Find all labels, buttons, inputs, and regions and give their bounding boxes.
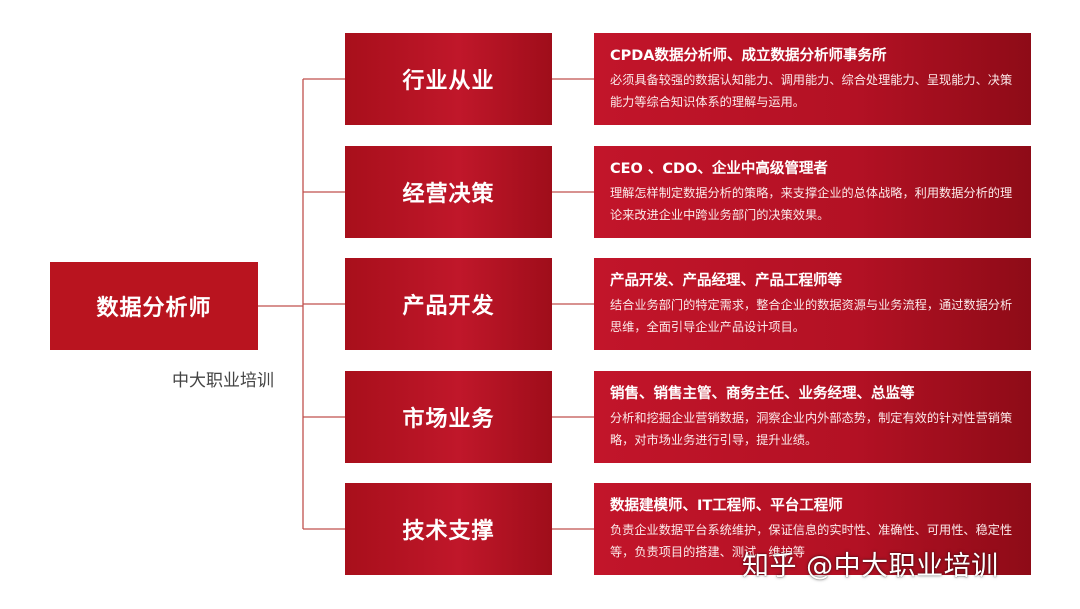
caption-text: 中大职业培训 xyxy=(172,371,274,391)
category-node-1: 行业从业 xyxy=(345,33,552,125)
category-node-5: 技术支撑 xyxy=(345,483,552,575)
detail-card-2: CEO 、CDO、企业中高级管理者 理解怎样制定数据分析的策略，来支撑企业的总体… xyxy=(594,146,1031,238)
detail-description: 必须具备较强的数据认知能力、调用能力、综合处理能力、呈现能力、决策能力等综合知识… xyxy=(610,73,1013,109)
watermark-text: 知乎 @中大职业培训 xyxy=(742,551,999,582)
root-node: 数据分析师 xyxy=(50,262,258,350)
detail-description: 分析和挖掘企业营销数据，洞察企业内外部态势，制定有效的针对性营销策略，对市场业务… xyxy=(610,411,1013,447)
detail-card-4: 销售、销售主管、商务主任、业务经理、总监等 分析和挖掘企业营销数据，洞察企业内外… xyxy=(594,371,1031,463)
category-label: 产品开发 xyxy=(402,294,495,319)
detail-card-1: CPDA数据分析师、成立数据分析师事务所 必须具备较强的数据认知能力、调用能力、… xyxy=(594,33,1031,125)
detail-card-3: 产品开发、产品经理、产品工程师等 结合业务部门的特定需求，整合企业的数据资源与业… xyxy=(594,258,1031,350)
category-node-4: 市场业务 xyxy=(345,371,552,463)
category-label: 经营决策 xyxy=(402,182,495,207)
category-label: 行业从业 xyxy=(402,69,495,94)
detail-title: CEO 、CDO、企业中高级管理者 xyxy=(610,161,828,177)
category-label: 市场业务 xyxy=(402,407,495,432)
root-label: 数据分析师 xyxy=(96,296,212,321)
detail-description: 理解怎样制定数据分析的策略，来支撑企业的总体战略，利用数据分析的理论来改进企业中… xyxy=(610,186,1013,222)
category-label: 技术支撑 xyxy=(402,519,495,544)
detail-title: 数据建模师、IT工程师、平台工程师 xyxy=(610,498,843,514)
detail-title: 销售、销售主管、商务主任、业务经理、总监等 xyxy=(610,386,915,402)
detail-card-5: 数据建模师、IT工程师、平台工程师 负责企业数据平台系统维护，保证信息的实时性、… xyxy=(594,483,1031,575)
category-node-2: 经营决策 xyxy=(345,146,552,238)
detail-description: 负责企业数据平台系统维护，保证信息的实时性、准确性、可用性、稳定性等，负责项目的… xyxy=(610,523,1013,559)
detail-title: CPDA数据分析师、成立数据分析师事务所 xyxy=(610,48,887,64)
detail-title: 产品开发、产品经理、产品工程师等 xyxy=(610,273,842,289)
detail-description: 结合业务部门的特定需求，整合企业的数据资源与业务流程，通过数据分析思维，全面引导… xyxy=(610,298,1013,334)
category-node-3: 产品开发 xyxy=(345,258,552,350)
